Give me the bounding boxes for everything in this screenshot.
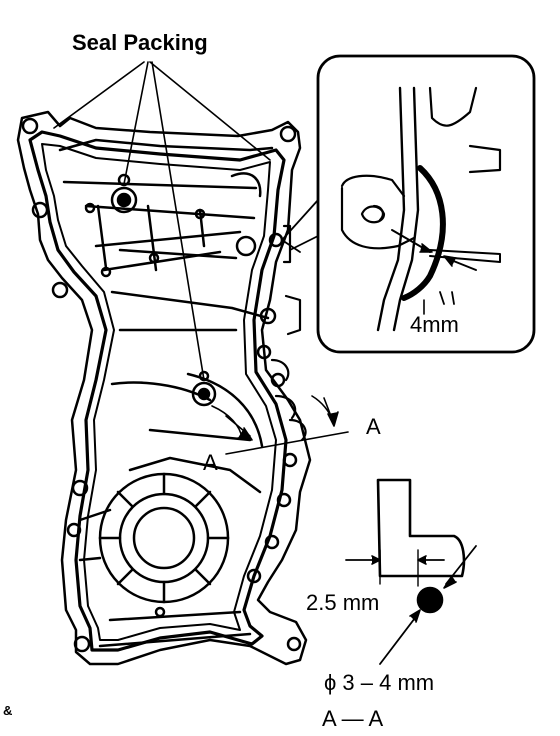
detail-width-label: 4mm xyxy=(410,312,459,337)
seal-packing-leaders xyxy=(53,61,271,381)
middle-oil-boss xyxy=(191,370,217,407)
section-mark-left: A xyxy=(203,450,218,475)
side-bosses xyxy=(270,294,307,442)
cover-outline xyxy=(16,110,312,666)
bolt-bosses xyxy=(21,117,302,653)
crankshaft-bore xyxy=(98,472,230,604)
seal-packing-label: Seal Packing xyxy=(72,30,208,55)
section-cut-line xyxy=(211,395,349,455)
detail-inset xyxy=(281,54,536,354)
corner-mark: & xyxy=(3,703,13,718)
section-a-a xyxy=(345,478,477,665)
gap-dimension-label: 2.5 mm xyxy=(306,590,380,615)
bead-diameter-label: ϕ 3 – 4 mm xyxy=(324,670,435,695)
upper-oil-boss xyxy=(110,173,138,214)
section-caption: A — A xyxy=(322,706,384,731)
seal-packing-bead xyxy=(28,130,288,652)
section-mark-right: A xyxy=(366,414,381,439)
